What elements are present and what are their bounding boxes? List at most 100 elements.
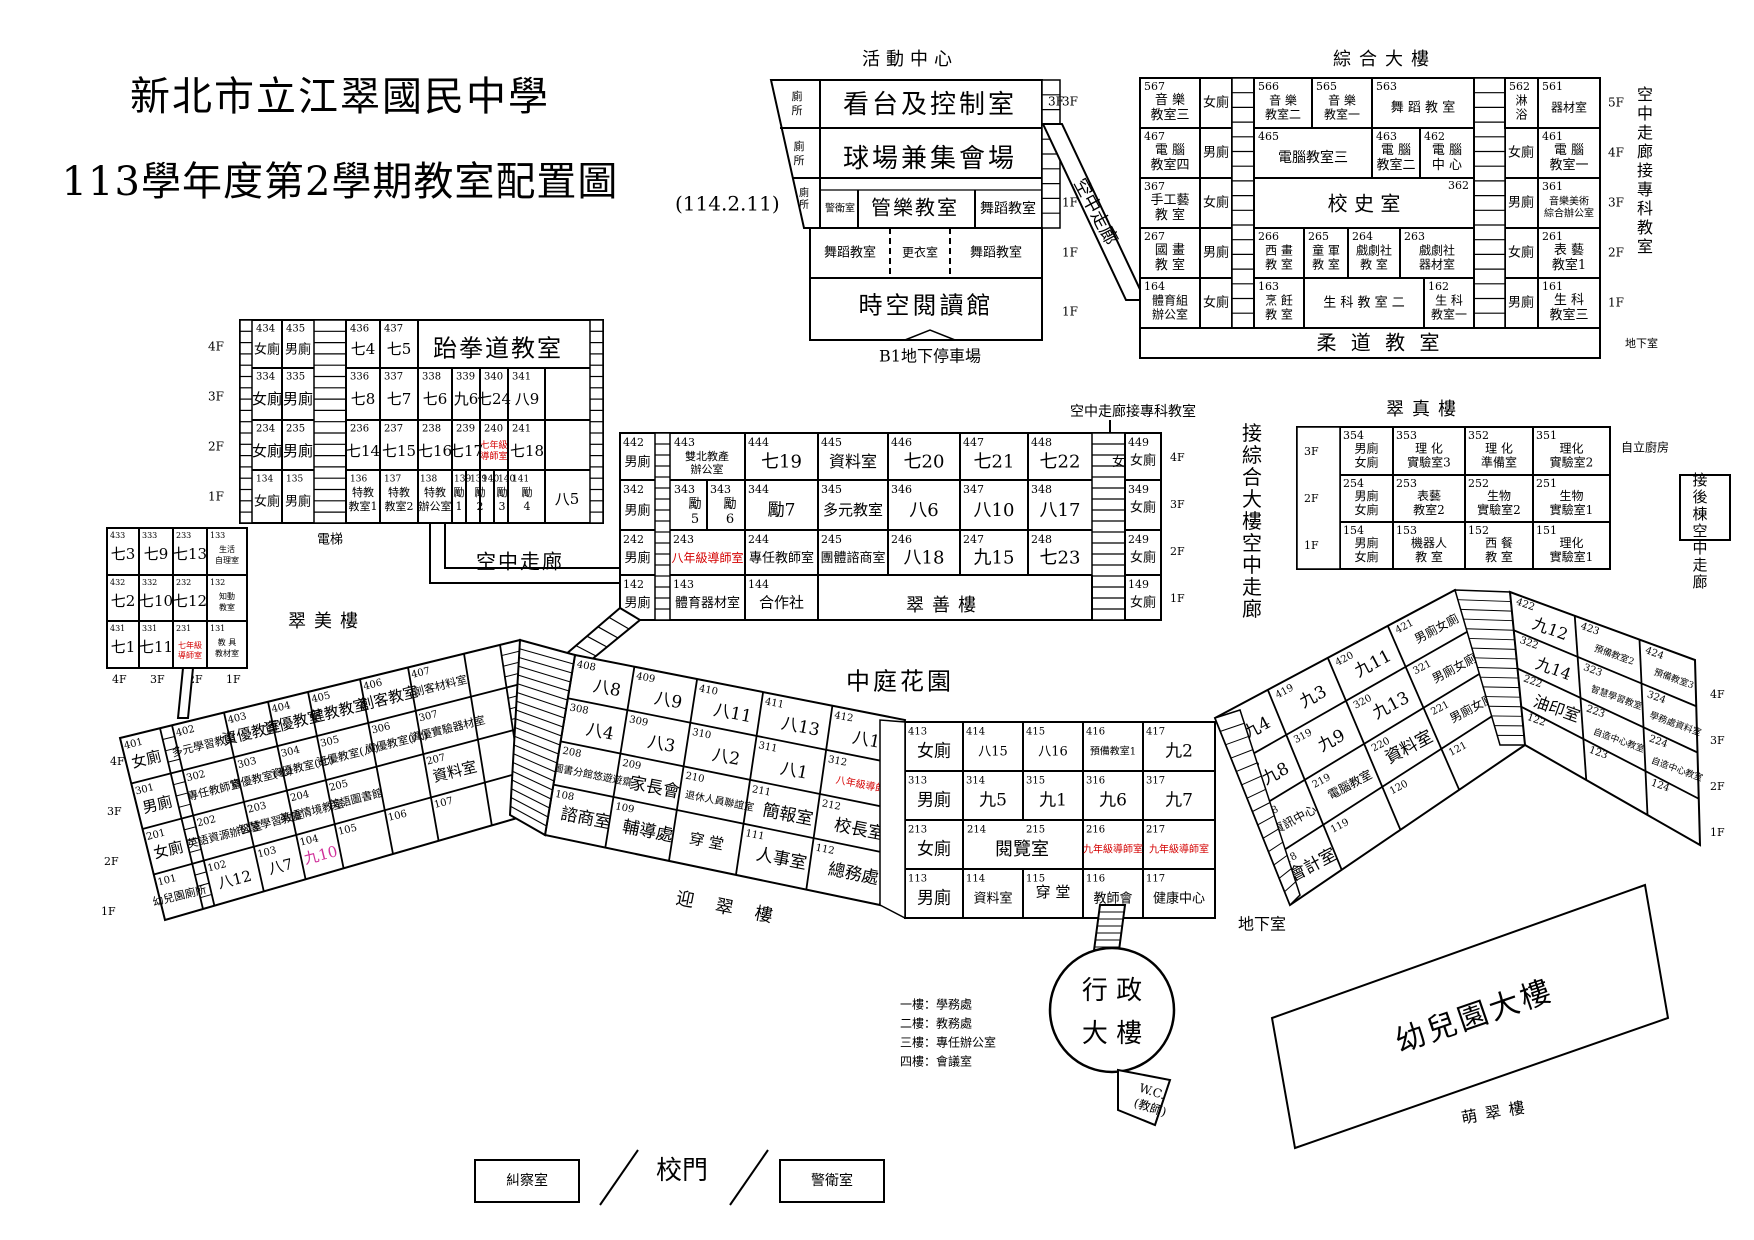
- room-name: 生 科: [1435, 294, 1463, 308]
- top-2f-room: 男廁: [283, 442, 313, 460]
- stair-step: [519, 648, 574, 665]
- room-number: 561: [1542, 80, 1563, 93]
- activity-dance-1: 舞蹈教室: [824, 245, 876, 261]
- room-number: 433: [110, 531, 125, 540]
- floor-label: 3F: [1710, 734, 1725, 747]
- activity-wc-1f: 廁所: [799, 186, 809, 211]
- skyway-back: [1679, 474, 1731, 541]
- floor-label: 2F: [1304, 492, 1319, 505]
- room-number: 132: [210, 578, 225, 587]
- room-name: 男廁: [1354, 441, 1378, 456]
- room-number: 347: [963, 483, 984, 496]
- room-name: 八17: [1040, 500, 1081, 521]
- room-number: 305: [319, 734, 340, 749]
- room-number: 415: [1026, 727, 1045, 738]
- floor-label: 1F: [208, 490, 224, 504]
- teacher-wc: [1117, 1068, 1172, 1127]
- room-number: 367: [1144, 180, 1165, 193]
- room-number: 342: [623, 483, 644, 496]
- room-number: 109: [614, 801, 635, 815]
- top-1f-room: 特教教室2: [385, 485, 414, 513]
- room-number: 253: [1396, 477, 1417, 490]
- room-name: 女廁: [1130, 453, 1156, 469]
- room-number: 413: [908, 727, 927, 738]
- building-name-cuishan: 翠善樓: [906, 595, 984, 616]
- room-name: 男廁: [917, 790, 951, 811]
- room-r462: [1419, 127, 1475, 179]
- room-number: 103: [256, 845, 277, 860]
- stair-step: [1474, 657, 1517, 660]
- room-number: 448: [1031, 436, 1052, 449]
- room-name: 八7: [267, 855, 295, 878]
- floor-label: 4F: [110, 755, 125, 768]
- room-number: 112: [815, 843, 836, 857]
- room-name: 九年級導師室: [1083, 843, 1143, 856]
- room-name: 七22: [1040, 452, 1081, 473]
- room-number: 566: [1258, 80, 1279, 93]
- room-number: 354: [1343, 429, 1364, 442]
- room-name: 教室2: [1413, 502, 1445, 517]
- stair-step: [597, 626, 619, 639]
- room-name: 女廁: [1354, 502, 1378, 517]
- building-name-zonghe: 綜合大樓: [1333, 49, 1437, 70]
- top-1f-room: 特教教室1: [349, 485, 378, 513]
- room-number: 140: [498, 475, 515, 485]
- floor-label: 3F: [107, 805, 122, 818]
- stair-step: [1252, 802, 1271, 812]
- cuishan-stairs-2: [1091, 432, 1126, 621]
- stair-step: [1230, 749, 1254, 759]
- room-number: 163: [1258, 280, 1279, 293]
- wall: [1573, 615, 1588, 781]
- zonghe-women-5f: 女廁: [1203, 95, 1229, 111]
- room-name: 舞 蹈 教 室: [1391, 100, 1455, 116]
- top-3f-room: 七8: [351, 390, 376, 408]
- room-number: 213: [908, 825, 927, 836]
- room-r463: [1371, 127, 1421, 179]
- room-r562: [1504, 77, 1539, 129]
- basement-label-zonghe: 地下室: [1625, 336, 1658, 350]
- wall: [735, 691, 764, 876]
- stair-step: [1241, 775, 1262, 786]
- stairs-left-mid: [508, 638, 577, 837]
- room-name: 電腦教室三: [1278, 149, 1348, 166]
- top-3f-room: 女廁: [252, 390, 282, 408]
- skyway-connector: [444, 523, 620, 569]
- room-number: 436: [350, 324, 369, 335]
- stair-step: [513, 744, 558, 764]
- wall: [178, 803, 191, 808]
- room-name: 教 室: [1155, 207, 1185, 223]
- skyway-connector: [429, 523, 620, 584]
- room-r263: [1399, 227, 1475, 279]
- building-name-mengcui: 萌翠樓: [1460, 1096, 1534, 1127]
- room-number: 303: [237, 756, 258, 771]
- stair-step: [511, 779, 552, 800]
- wall: [1266, 689, 1343, 871]
- room-name: 辦公室: [1152, 307, 1188, 322]
- room-number: 417: [1146, 727, 1165, 738]
- room-name: 男廁: [1354, 488, 1378, 503]
- room-name: 國 畫: [1155, 243, 1185, 258]
- stair-step: [513, 753, 556, 773]
- activity-dance-2: 舞蹈教室: [970, 245, 1022, 261]
- admin-legend: 四樓：會議室: [900, 1054, 972, 1069]
- activity-wc-3f: 廁所: [792, 89, 803, 117]
- room-name: 八15: [978, 745, 1008, 760]
- room-number: 235: [286, 424, 305, 435]
- room-name: 女廁: [917, 839, 951, 860]
- top-4f-r436: 七4: [351, 340, 376, 358]
- room-number: 144: [748, 578, 769, 591]
- room-number: 348: [1031, 483, 1052, 496]
- stairs-mid-center: [879, 719, 906, 920]
- room-number: 331: [142, 624, 157, 633]
- floor-label: 5F: [1608, 96, 1624, 110]
- zonghe-stairs-right: [1473, 77, 1506, 329]
- room-number: 153: [1396, 524, 1417, 537]
- stair-step: [517, 683, 568, 701]
- zonghe-men-1f: 男廁: [1508, 295, 1534, 311]
- floor-label: 1F: [226, 673, 241, 686]
- room-name: 教 室: [1312, 257, 1340, 272]
- room-number: 251: [1536, 477, 1557, 490]
- stair-step: [1268, 841, 1284, 852]
- room-name: 生活自理室: [215, 544, 239, 565]
